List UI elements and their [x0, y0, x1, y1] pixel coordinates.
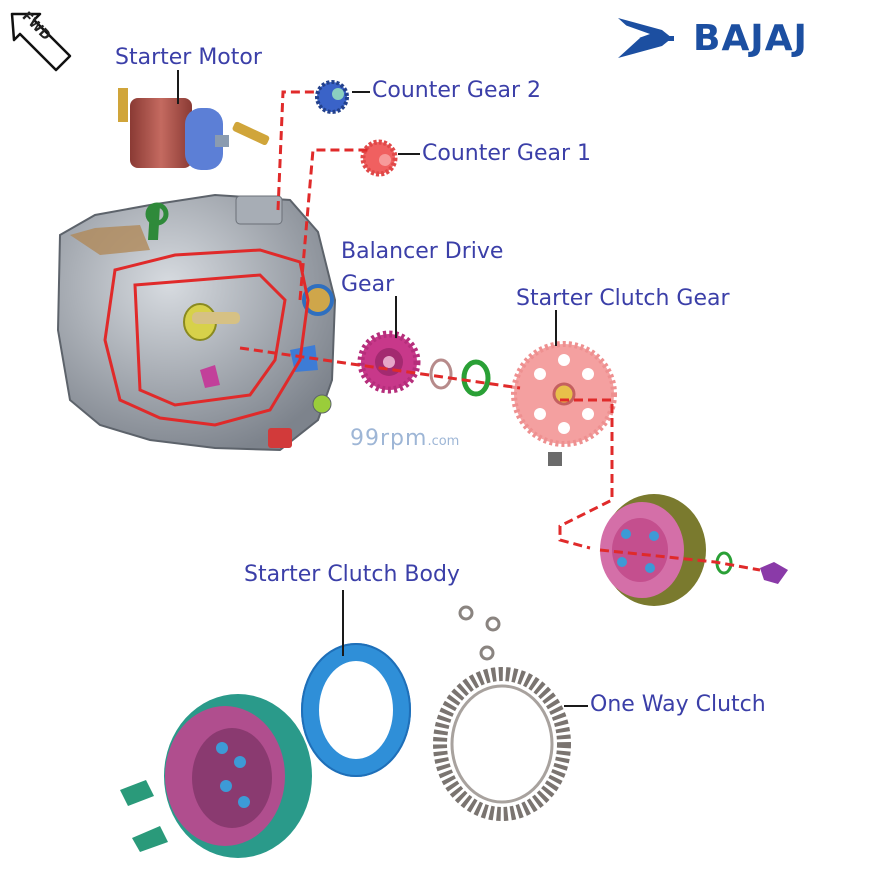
counter-gear-1 — [360, 139, 398, 177]
starter-clutch-assembly — [600, 494, 788, 606]
label-one-way-clutch: One Way Clutch — [590, 692, 766, 717]
label-starter-motor: Starter Motor — [115, 45, 262, 70]
label-counter-gear-1: Counter Gear 1 — [422, 141, 592, 166]
watermark: 99rpm.com — [350, 426, 459, 451]
starter-clutch-body — [301, 643, 411, 777]
balancer-drive-gear — [357, 330, 421, 394]
leader-lines — [177, 70, 588, 707]
watermark-main: 99rpm — [350, 426, 428, 451]
label-starter-clutch-gear: Starter Clutch Gear — [516, 286, 730, 311]
forward-arrow-icon — [10, 12, 72, 72]
brand-name: BAJAJ — [693, 18, 808, 59]
washer-rings — [429, 358, 491, 397]
starter-clutch-gear — [511, 341, 617, 466]
bajaj-logo-icon — [618, 18, 674, 58]
label-balancer-drive-gear: Balancer Drive Gear — [341, 239, 504, 297]
counter-gear-2 — [315, 80, 349, 114]
watermark-suffix: .com — [427, 434, 460, 449]
starter-motor — [118, 88, 270, 170]
one-way-clutch — [433, 605, 571, 821]
label-counter-gear-2: Counter Gear 2 — [372, 78, 542, 103]
engine-crankcase — [56, 193, 337, 452]
starter-clutch-housing — [120, 694, 312, 858]
label-starter-clutch-body: Starter Clutch Body — [244, 562, 460, 587]
assembly-path — [239, 90, 761, 572]
